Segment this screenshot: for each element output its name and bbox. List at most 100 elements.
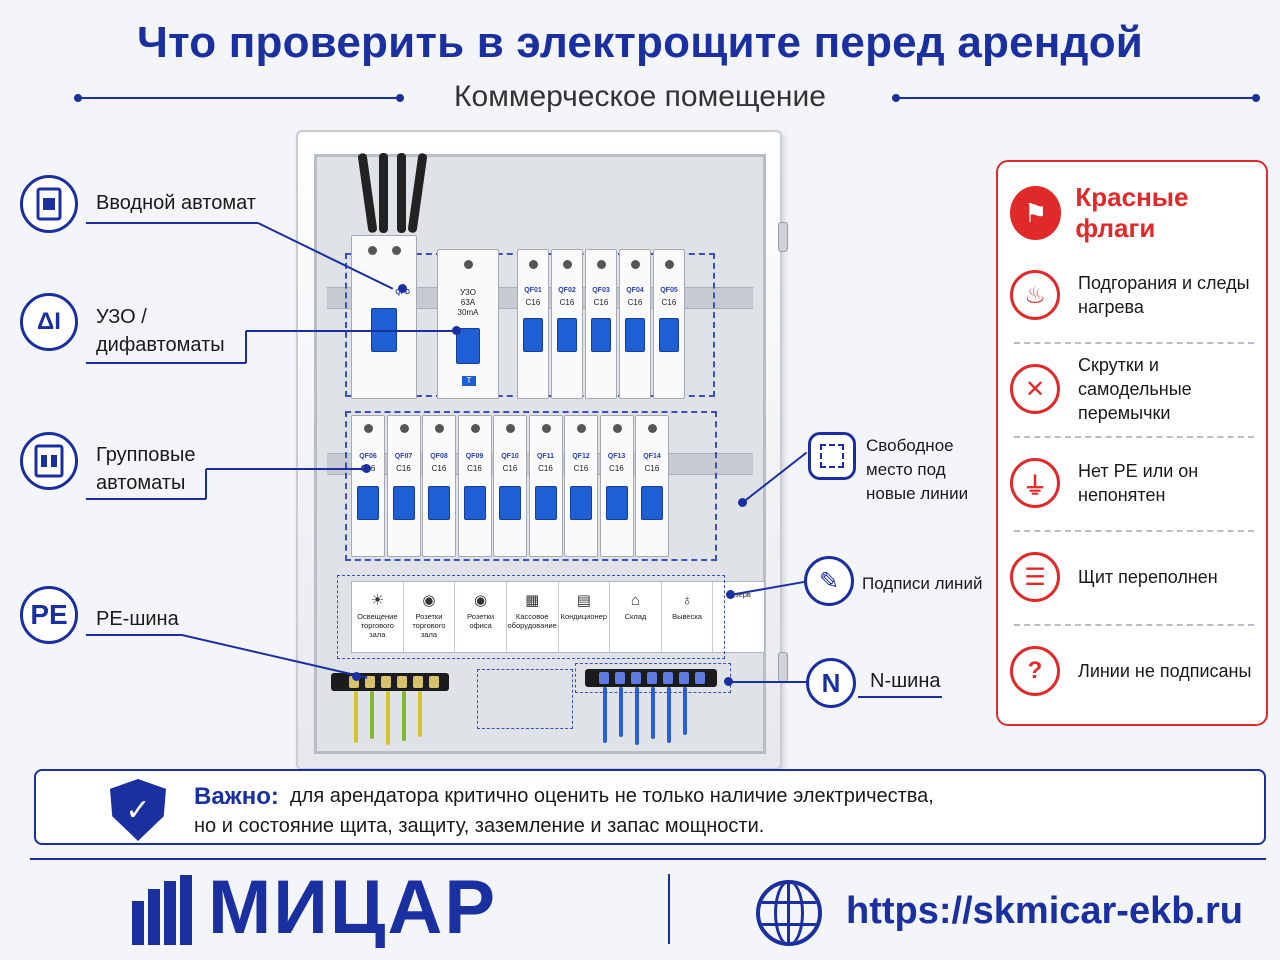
register-icon: ▦: [525, 592, 540, 609]
breaker-toggle: [463, 486, 486, 520]
red-flag-text: Скрутки и самодельные перемычки: [1078, 353, 1258, 425]
n-bus: [585, 669, 717, 687]
line-label: ◉ Розетки офиса: [455, 582, 507, 652]
line-label: ▤ Кондиционер: [559, 582, 611, 652]
ac-icon: ▤: [576, 592, 591, 609]
leader-dot: [452, 326, 461, 335]
breaker-toggle: [659, 318, 679, 352]
line-label-text: Вывеска: [672, 612, 702, 621]
line-label: ☀Освещение торгового зала: [352, 582, 404, 652]
breaker-rating: C16: [593, 298, 609, 307]
red-flags-title: Красные флаги: [1075, 182, 1189, 243]
line-label-text: Резерв: [726, 590, 751, 599]
globe-icon: [756, 880, 822, 946]
callout-rcd-line2: дифавтоматы: [96, 334, 225, 356]
n-wire: [651, 687, 655, 739]
red-flag-line2: перемычки: [1078, 403, 1171, 423]
red-flag-line2: непонятен: [1078, 485, 1166, 505]
page-title: Что проверить в электрощите перед арендо…: [136, 18, 1144, 67]
uzo-current: 30mA: [457, 308, 479, 317]
socket-icon: ◉: [474, 592, 488, 609]
breaker-toggle: [605, 486, 628, 520]
subtitle-line-left: [74, 94, 404, 102]
breaker-label: QF02: [558, 287, 576, 294]
leader-group-drop: [205, 469, 207, 499]
breaker-label: QF06: [359, 453, 377, 460]
red-flag-divider: [1014, 624, 1254, 626]
leader-group: [206, 468, 366, 470]
line-label-text: Кондиционер: [560, 612, 607, 621]
breaker-rating: C16: [396, 464, 411, 473]
n-bus-frame: [575, 663, 731, 693]
callout-group-line1: Групповые: [96, 444, 196, 466]
brand-mark-icon: [132, 871, 202, 945]
breaker-toggle: [570, 486, 592, 520]
breaker-rating: C16: [609, 464, 624, 473]
callout-free-line3: новые линии: [866, 484, 969, 503]
important-line2: но и состояние щита, защиту, заземление …: [194, 815, 765, 837]
line-label-text: Розетки офиса: [467, 612, 495, 630]
callout-n-bus: N-шина: [870, 670, 941, 692]
n-wire: [603, 687, 607, 743]
line-label-text: Розетки торгового зала: [412, 612, 446, 639]
n-wire: [667, 687, 671, 743]
breaker-label: QF14: [643, 453, 661, 460]
page-subtitle: Коммерческое помещение: [454, 80, 826, 113]
rcd-icon: ΔI: [20, 293, 78, 351]
red-flag-line1: Щит переполнен: [1078, 567, 1218, 587]
breaker-label: QF04: [626, 287, 644, 294]
breaker-rating: C16: [502, 464, 518, 473]
group-row-frame: [345, 411, 717, 561]
empty-space-frame: [477, 669, 573, 729]
callout-underline: [86, 498, 206, 500]
leader-n: [730, 681, 808, 683]
shield-check-icon: ✓: [110, 779, 166, 841]
n-icon: N: [806, 658, 856, 708]
uzo-rating: 63A: [460, 298, 476, 307]
breaker-rating: C16: [573, 464, 589, 473]
important-heading: Важно:: [194, 783, 279, 810]
line-label: ◉Розетки торгового зала: [404, 582, 456, 652]
breaker-rating: C16: [644, 464, 660, 473]
leader-dot: [352, 672, 361, 681]
pe-wire: [370, 691, 374, 739]
pe-wire: [354, 691, 358, 743]
breaker-toggle: [357, 486, 379, 520]
rcd-test-button: T: [462, 376, 476, 386]
leader-rcd: [246, 330, 456, 332]
leader-rcd-drop: [245, 331, 247, 363]
red-flag-line2: нагрева: [1078, 297, 1144, 317]
input-breaker-qfd: QFD: [351, 235, 417, 399]
uzo-name: УЗО: [460, 288, 476, 297]
pencil-icon: ✎: [804, 556, 854, 606]
breaker-label: QF01: [524, 287, 542, 294]
callout-group-line2: автоматы: [96, 472, 186, 494]
red-flags-header: ⚑ Красные флаги: [1010, 182, 1266, 244]
website-link[interactable]: https://skmicar-ekb.ru: [846, 890, 1243, 932]
red-flag-divider: [1014, 530, 1254, 532]
breaker-label: QF09: [465, 453, 484, 460]
input-cable: [397, 153, 406, 233]
red-flag-text: Щит переполнен: [1078, 565, 1218, 589]
red-flag-line1: Скрутки и самодельные: [1078, 355, 1192, 399]
breaker-label: QF10: [501, 453, 519, 460]
door-hinge: [778, 222, 788, 252]
breaker-rating: C16: [661, 298, 677, 307]
flag-icon: ⚑: [1010, 186, 1062, 240]
pe-wire: [386, 691, 390, 745]
red-flag-line1: Линии не подписаны: [1078, 661, 1252, 681]
important-note: ✓ Важно: для арендатора критично оценить…: [34, 769, 1266, 845]
breaker-toggle: [392, 486, 415, 520]
